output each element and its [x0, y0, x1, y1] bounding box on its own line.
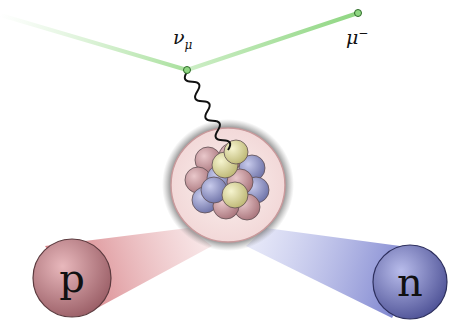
particle-letter: p	[59, 258, 85, 298]
label-index: μ	[185, 38, 193, 52]
particle-letter: n	[397, 262, 423, 302]
neutron-ball: n	[372, 244, 448, 320]
label-index: −	[358, 26, 368, 40]
particle-label: μ−	[346, 26, 368, 49]
ball-circle	[33, 239, 111, 317]
ball-text-wrap: p	[32, 238, 112, 318]
ball-text-wrap: n	[372, 244, 448, 320]
particle-label: νμ	[173, 26, 192, 52]
ball-circle	[373, 245, 447, 319]
proton-ball: p	[32, 238, 112, 318]
